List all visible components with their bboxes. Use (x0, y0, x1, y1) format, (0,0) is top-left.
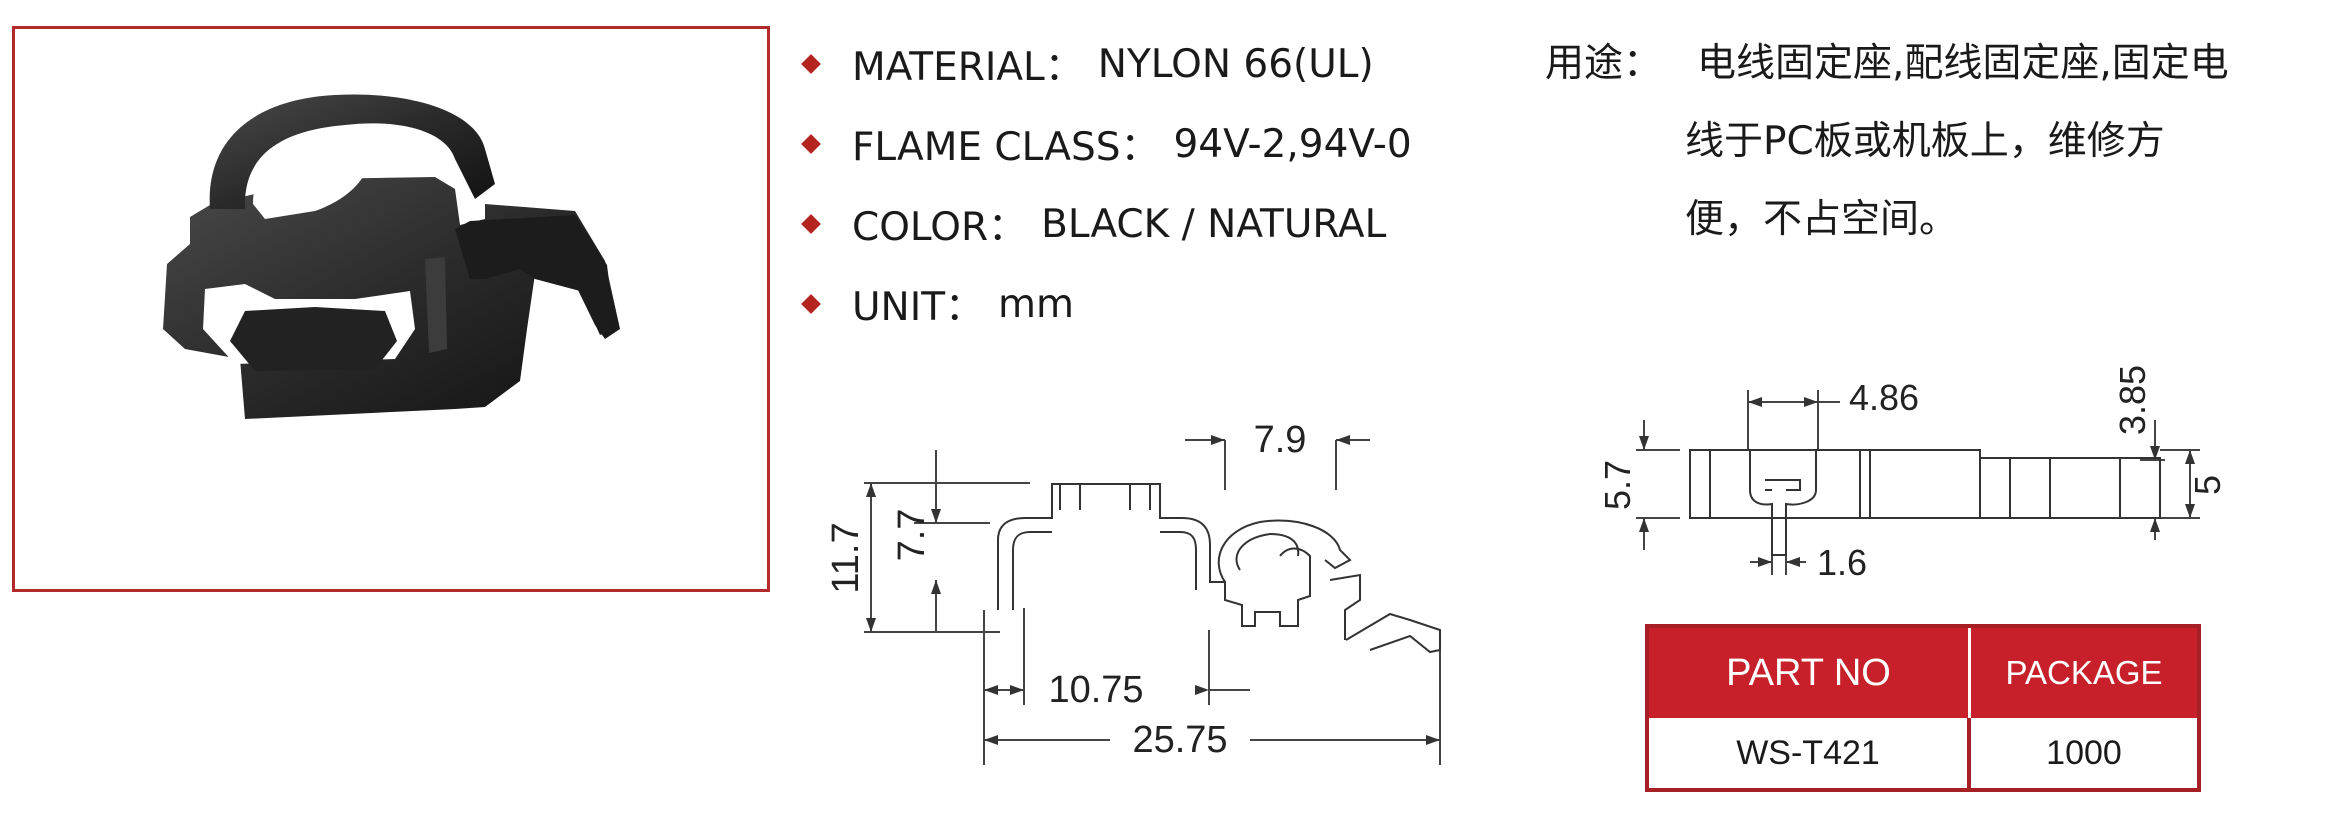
spec-unit: UNIT： mm (801, 274, 1075, 334)
dim-base-gap: 10.75 (1048, 669, 1143, 711)
dim-slot-width: 4.86 (1849, 377, 1919, 418)
dim-overall-height: 11.7 (830, 522, 867, 593)
spec-value: BLACK / NATURAL (1041, 201, 1387, 247)
dim-clip-height: 3.85 (2112, 365, 2153, 435)
spec-value: mm (998, 281, 1075, 327)
table-header-part-no: PART NO (1649, 628, 1971, 718)
diamond-bullet-icon (801, 214, 821, 234)
usage-label: 用途： (1545, 41, 1663, 86)
spec-value: NYLON 66(UL) (1097, 41, 1374, 87)
table-cell-part-no: WS-T421 (1649, 718, 1971, 788)
spec-flame-class: FLAME CLASS： 94V-2,94V-0 (801, 114, 1412, 174)
top-view-drawing: 5.7 4.86 1.6 3.85 5 (1600, 365, 2228, 583)
spec-material: MATERIAL： NYLON 66(UL) (801, 34, 1374, 94)
usage-line-2: 线于PC板或机板上，维修方 (1685, 119, 2165, 164)
usage-line-1: 电线固定座,配线固定座,固定电 (1697, 41, 2229, 86)
dim-head-width: 7.9 (1254, 419, 1307, 461)
front-view-drawing: 11.7 7.7 7.9 10.75 25.75 (830, 419, 1441, 765)
spec-label: UNIT： (852, 285, 985, 330)
spec-value: 94V-2,94V-0 (1173, 121, 1412, 167)
spec-label: FLAME CLASS： (852, 125, 1160, 170)
usage-line-3: 便，不占空间。 (1685, 197, 1959, 242)
dim-overall-length: 25.75 (1132, 719, 1227, 761)
part-table: PART NO PACKAGE WS-T421 1000 (1645, 624, 2201, 792)
diamond-bullet-icon (801, 134, 821, 154)
product-photo-frame (12, 26, 770, 592)
spec-label: COLOR： (852, 205, 1028, 250)
diamond-bullet-icon (801, 294, 821, 314)
diamond-bullet-icon (801, 54, 821, 74)
table-cell-package: 1000 (1971, 718, 2197, 788)
table-header-package: PACKAGE (1971, 628, 2197, 718)
product-photo (163, 94, 620, 419)
dim-stem-width: 1.6 (1817, 542, 1867, 583)
spec-color: COLOR： BLACK / NATURAL (801, 194, 1387, 254)
dim-clip-width: 5 (2187, 475, 2228, 495)
spec-label: MATERIAL： (852, 45, 1084, 90)
dim-inner-height: 7.7 (891, 509, 933, 562)
dim-top-height-left: 5.7 (1600, 460, 1638, 510)
